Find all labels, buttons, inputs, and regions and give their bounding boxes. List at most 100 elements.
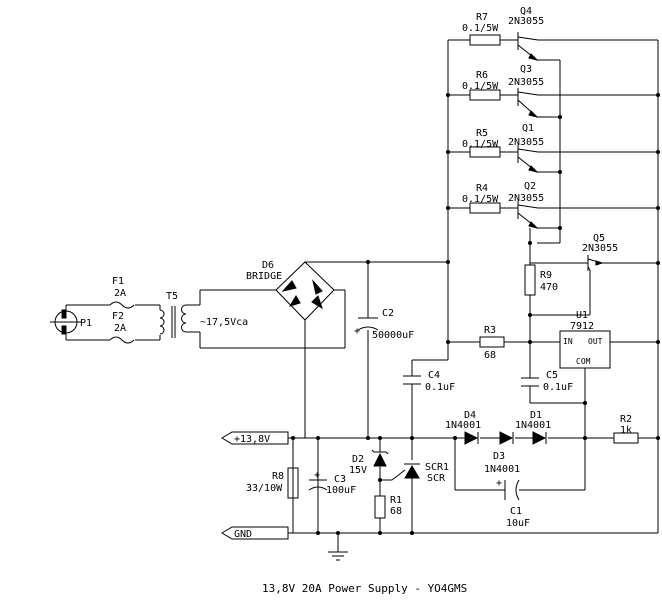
transistor-q5: Q5 2N3055: [578, 233, 618, 271]
diode-d1: D1 1N4001: [515, 410, 551, 445]
svg-text:+: +: [496, 478, 502, 489]
transistor-q4: Q4 2N3055: [508, 6, 544, 61]
resistor-r9: R9 470: [524, 264, 558, 296]
u1-value: 7912: [570, 321, 594, 332]
diode-d3: D3 1N4001: [484, 431, 520, 475]
r5-value: 0.1/5W: [462, 139, 499, 150]
t5-value: ~17,5Vca: [200, 317, 248, 328]
port-vout: +13,8V: [221, 431, 289, 445]
resistor-r4: R4 0.1/5W: [462, 183, 501, 214]
fuse-f1: F1 2A: [109, 276, 135, 309]
c5-value: 0.1uF: [543, 382, 573, 393]
resistor-r2: R2 1k: [613, 414, 639, 444]
c5-ref: C5: [546, 370, 558, 381]
bridge-d6: D6 BRIDGE: [246, 260, 335, 321]
transistor-q2: Q2 2N3055: [508, 181, 544, 229]
r9-value: 470: [540, 282, 558, 293]
capacitor-c4: C4 0.1uF: [403, 370, 455, 393]
c4-value: 0.1uF: [425, 382, 455, 393]
u1-pin-out: OUT: [588, 337, 603, 346]
q5-ref: Q5: [593, 233, 605, 244]
port-vout-label: +13,8V: [234, 434, 270, 445]
capacitor-c5: C5 0.1uF: [521, 370, 573, 393]
q3-ref: Q3: [520, 64, 532, 75]
resistor-r8: R8 33/10W: [246, 467, 299, 499]
zener-d2: D2 15V: [349, 449, 389, 476]
wires: [65, 39, 659, 552]
svg-text:+: +: [314, 470, 320, 481]
scr1-value: SCR: [427, 473, 446, 484]
c2-ref: C2: [382, 308, 394, 319]
r9-ref: R9: [540, 270, 552, 281]
d4-value: 1N4001: [445, 420, 481, 431]
r8-ref: R8: [272, 471, 284, 482]
c1-ref: C1: [510, 506, 522, 517]
r3-value: 68: [484, 350, 496, 361]
f2-ref: F2: [112, 311, 124, 322]
transformer-t5: T5 ~17,5Vca: [159, 291, 248, 338]
r2-value: 1k: [620, 425, 632, 436]
q5-value: 2N3055: [582, 243, 618, 254]
svg-text:+: +: [354, 326, 360, 337]
r6-value: 0.1/5W: [462, 81, 499, 92]
r4-value: 0.1/5W: [462, 194, 499, 205]
fuse-f2: F2 2A: [109, 311, 135, 344]
t5-ref: T5: [166, 291, 178, 302]
d3-ref: D3: [493, 451, 505, 462]
diode-d4: D4 1N4001: [445, 410, 481, 445]
capacitor-c3: + C3 100uF: [308, 470, 356, 496]
d1-ref: D1: [530, 410, 542, 421]
q1-value: 2N3055: [508, 137, 544, 148]
d4-ref: D4: [464, 410, 476, 421]
ground-symbol: [328, 551, 348, 561]
u1-pin-in: IN: [563, 337, 573, 346]
r1-ref: R1: [390, 495, 402, 506]
c2-value: 50000uF: [372, 330, 414, 341]
r4-ref: R4: [476, 183, 488, 194]
f1-ref: F1: [112, 276, 124, 287]
d6-ref: D6: [262, 260, 274, 271]
capacitor-c1: + C1 10uF: [496, 478, 530, 529]
f1-value: 2A: [114, 288, 126, 299]
r6-ref: R6: [476, 70, 488, 81]
u1-pin-com: COM: [576, 357, 591, 366]
r1-value: 68: [390, 506, 402, 517]
resistor-r3: R3 68: [479, 325, 505, 361]
port-gnd: GND: [221, 526, 289, 540]
regulator-u1: U1 7912 IN OUT COM: [559, 310, 611, 369]
scr-scr1: SCR1 SCR: [404, 462, 449, 484]
r2-ref: R2: [620, 414, 632, 425]
c3-value: 100uF: [326, 485, 356, 496]
transistor-q3: Q3 2N3055: [508, 64, 544, 118]
plug-p1: P1: [50, 309, 92, 335]
c1-value: 10uF: [506, 518, 530, 529]
junctions: [291, 93, 660, 535]
d6-value: BRIDGE: [246, 271, 282, 282]
q3-value: 2N3055: [508, 77, 544, 88]
r7-value: 0.1/5W: [462, 23, 499, 34]
r7-ref: R7: [476, 12, 488, 23]
d2-ref: D2: [352, 454, 364, 465]
r3-ref: R3: [484, 325, 496, 336]
resistor-r5: R5 0.1/5W: [462, 128, 501, 158]
q4-ref: Q4: [520, 6, 532, 17]
q2-ref: Q2: [524, 181, 536, 192]
r8-value: 33/10W: [246, 483, 283, 494]
resistor-r1: R1 68: [374, 495, 402, 519]
d1-value: 1N4001: [515, 420, 551, 431]
q1-ref: Q1: [522, 123, 534, 134]
q2-value: 2N3055: [508, 193, 544, 204]
capacitor-c2: + C2 50000uF: [354, 308, 414, 341]
resistor-r7: R7 0.1/5W: [462, 12, 501, 46]
f2-value: 2A: [114, 323, 126, 334]
r5-ref: R5: [476, 128, 488, 139]
u1-ref: U1: [576, 310, 588, 321]
resistor-r6: R6 0.1/5W: [462, 70, 501, 101]
diagram-title: 13,8V 20A Power Supply - YO4GMS: [262, 582, 467, 595]
q4-value: 2N3055: [508, 16, 544, 27]
port-gnd-label: GND: [234, 529, 252, 540]
d2-value: 15V: [349, 465, 367, 476]
c4-ref: C4: [428, 370, 440, 381]
